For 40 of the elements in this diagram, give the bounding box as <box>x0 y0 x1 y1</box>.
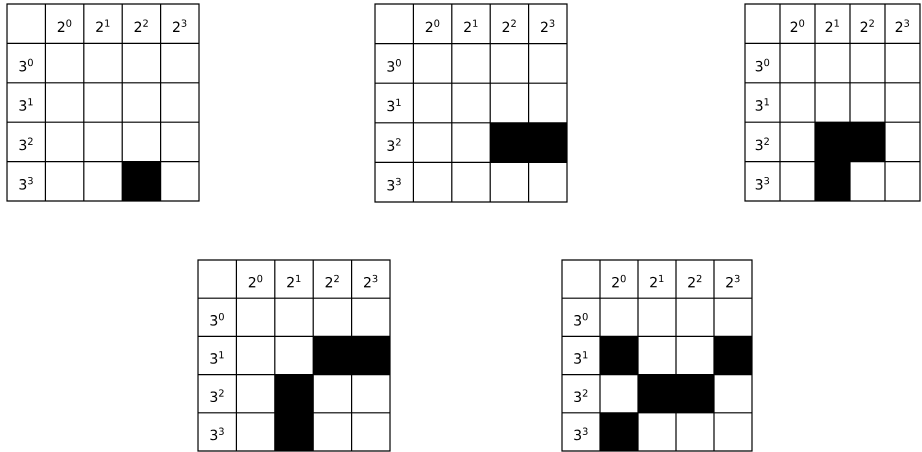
column-header: 2$^{0}$ <box>248 274 262 288</box>
row-header: 3$^{2}$ <box>19 138 33 150</box>
row-header: 3$^{2}$ <box>387 138 401 151</box>
column-header: 2$^{3}$ <box>726 274 740 288</box>
column-header: 2$^{1}$ <box>287 274 300 288</box>
column-header: 2$^{0}$ <box>790 19 804 32</box>
row-header: 3$^{3}$ <box>387 178 401 191</box>
column-header: 2$^{1}$ <box>826 20 839 32</box>
column-header: 2$^{0}$ <box>58 19 72 32</box>
row-header: 3$^{3}$ <box>210 428 224 440</box>
column-header: 2$^{0}$ <box>612 274 626 288</box>
column-header: 2$^{2}$ <box>134 19 148 32</box>
column-header: 2$^{2}$ <box>688 274 702 288</box>
row-header: 3$^{0}$ <box>574 312 588 326</box>
row-header: 3$^{1}$ <box>387 98 401 112</box>
row-header: 3$^{2}$ <box>210 389 224 402</box>
column-header: 2$^{2}$ <box>860 19 874 32</box>
row-header: 3$^{1}$ <box>756 98 769 111</box>
row-header: 3$^{1}$ <box>210 351 224 364</box>
column-header: 2$^{2}$ <box>502 20 516 32</box>
column-header: 2$^{3}$ <box>896 19 910 32</box>
row-header: 3$^{3}$ <box>574 428 588 440</box>
column-header: 2$^{1}$ <box>96 20 110 32</box>
column-header: 2$^{3}$ <box>364 274 378 288</box>
row-header: 3$^{3}$ <box>19 176 33 190</box>
row-header: 3$^{0}$ <box>19 58 33 72</box>
row-header: 3$^{0}$ <box>387 59 401 72</box>
row-header: 3$^{2}$ <box>574 389 588 402</box>
row-header: 3$^{2}$ <box>756 138 769 150</box>
column-header: 2$^{1}$ <box>650 274 664 288</box>
column-header: 2$^{3}$ <box>173 19 186 32</box>
row-header: 3$^{0}$ <box>210 312 224 326</box>
column-header: 2$^{0}$ <box>426 20 440 32</box>
row-header: 3$^{1}$ <box>574 351 588 364</box>
column-header: 2$^{2}$ <box>326 274 339 288</box>
column-header: 2$^{1}$ <box>464 20 478 32</box>
row-header: 3$^{1}$ <box>19 98 33 111</box>
row-header: 3$^{0}$ <box>756 58 770 72</box>
row-header: 3$^{3}$ <box>756 176 770 190</box>
column-header: 2$^{3}$ <box>541 20 554 32</box>
